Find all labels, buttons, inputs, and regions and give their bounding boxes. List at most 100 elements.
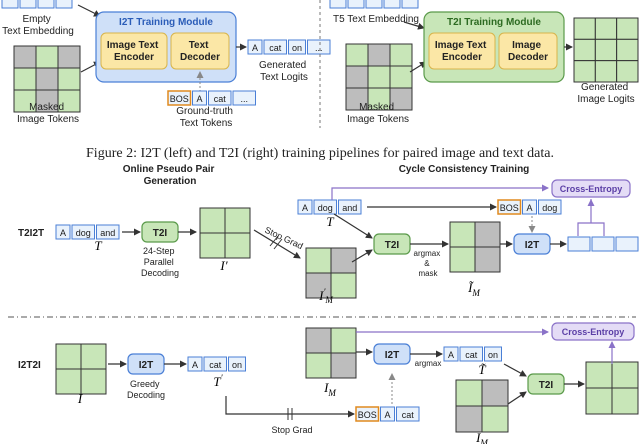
token-box <box>167 90 192 106</box>
argmax-mask-label: argmax & mask <box>414 249 443 278</box>
token-box <box>538 199 562 215</box>
grid-cell <box>594 17 618 40</box>
token-box <box>355 406 380 422</box>
generated-image-logits-grid <box>573 17 639 83</box>
I-M-bottom-grid <box>455 379 509 433</box>
token-text: cat <box>402 410 415 420</box>
t2i-block-1-label: T2I <box>153 228 168 239</box>
I-tilde-M-label: ĨM <box>467 280 480 298</box>
token-box <box>1 0 19 9</box>
grid-cell <box>345 43 369 67</box>
grid-cell <box>55 368 82 395</box>
I-prime-label: I′ <box>219 258 227 273</box>
greedy-decoding-label: Greedy Decoding <box>127 379 165 400</box>
cross-entropy-label-1: Cross-Entropy <box>560 184 623 194</box>
token-box <box>96 224 120 240</box>
token-text: A <box>384 410 390 420</box>
grid-cell <box>35 67 59 91</box>
token-text: cat <box>269 43 282 53</box>
token-box <box>338 199 362 215</box>
token-text: A <box>448 350 454 360</box>
cross-entropy-label-2: Cross-Entropy <box>562 327 625 337</box>
I-M-label: IM <box>323 380 336 398</box>
token-text: ... <box>240 94 248 104</box>
ground-truth-label: Ground-truth Text Tokens <box>176 106 235 129</box>
token-text: A <box>60 228 66 238</box>
token-box <box>459 346 483 362</box>
grid-cell <box>13 45 37 69</box>
token-box <box>187 356 203 372</box>
token-box <box>313 199 337 215</box>
grid-cell <box>616 38 639 62</box>
token-box <box>208 90 232 106</box>
grid-cell <box>611 387 639 415</box>
empty-text-embedding-label: Empty Text Embedding <box>2 14 74 37</box>
token-text: dog <box>76 228 91 238</box>
token-text: BOS <box>358 410 377 420</box>
i2t-block-1-label: I2T <box>525 240 539 251</box>
i2t-block-3-label: I2T <box>385 350 399 361</box>
t2i-block-3-label: T2I <box>539 380 554 391</box>
I-M-prime-grid <box>305 247 357 299</box>
stop-grad-label-1: Stop Grad <box>263 225 304 251</box>
token-text: A <box>192 360 198 370</box>
token-text: on <box>488 350 498 360</box>
grid-cell <box>305 272 332 299</box>
token-box <box>55 224 71 240</box>
token-box <box>383 0 401 9</box>
token-box <box>71 224 95 240</box>
generated-image-logits-label: Generated Image Logits <box>577 82 634 105</box>
T-tilde-label: T̃ <box>478 362 486 377</box>
i2t2i-row-label: I2T2I <box>18 360 41 371</box>
grid-cell <box>573 60 596 83</box>
t2i-module-title: T2I Training Module <box>447 17 541 28</box>
grid-cell <box>616 60 639 83</box>
grid-cell <box>345 65 369 89</box>
online-pseudo-pair-header: Online Pseudo Pair Generation <box>123 164 217 187</box>
grid-cell <box>35 45 59 69</box>
empty-text-embedding <box>1 0 73 9</box>
figure-2-caption: Figure 2: I2T (left) and T2I (right) tra… <box>86 146 554 161</box>
I-tilde-M-grid <box>449 221 501 273</box>
grid-cell <box>481 405 509 433</box>
token-box <box>247 39 263 55</box>
token-box <box>19 0 37 9</box>
grid-cell <box>80 343 107 370</box>
token-text: BOS <box>500 203 519 213</box>
masked-image-grid-right <box>345 43 413 111</box>
token-box <box>297 199 313 215</box>
token-box <box>307 39 331 55</box>
cross-entropy-box-1 <box>551 179 631 198</box>
grid-cell <box>57 89 81 113</box>
token-box <box>591 236 615 252</box>
grid-cell <box>611 361 639 389</box>
token-text: A <box>526 203 532 213</box>
token-box <box>232 90 256 106</box>
t5-text-embedding <box>329 0 419 9</box>
grid-cell <box>55 343 82 370</box>
token-box <box>522 199 537 215</box>
I-label: I <box>77 391 83 406</box>
grid-cell <box>224 207 251 234</box>
argmax-label: argmax <box>415 359 442 368</box>
grid-cell <box>330 247 357 274</box>
token-box <box>37 0 55 9</box>
image-text-encoder-box <box>100 32 168 70</box>
T-prime-label: T′ <box>213 373 223 389</box>
token-text: on <box>292 43 302 53</box>
stop-grad-label-2: Stop Grad <box>271 425 312 435</box>
grid-cell <box>455 405 483 433</box>
token-text: A <box>196 94 202 104</box>
parallel-decoding-label: 24-Step Parallel Decoding <box>141 246 179 278</box>
grid-cell <box>305 327 332 354</box>
grid-cell <box>367 43 391 67</box>
i2t2i-output-grid <box>585 361 639 415</box>
grid-cell <box>389 43 413 67</box>
